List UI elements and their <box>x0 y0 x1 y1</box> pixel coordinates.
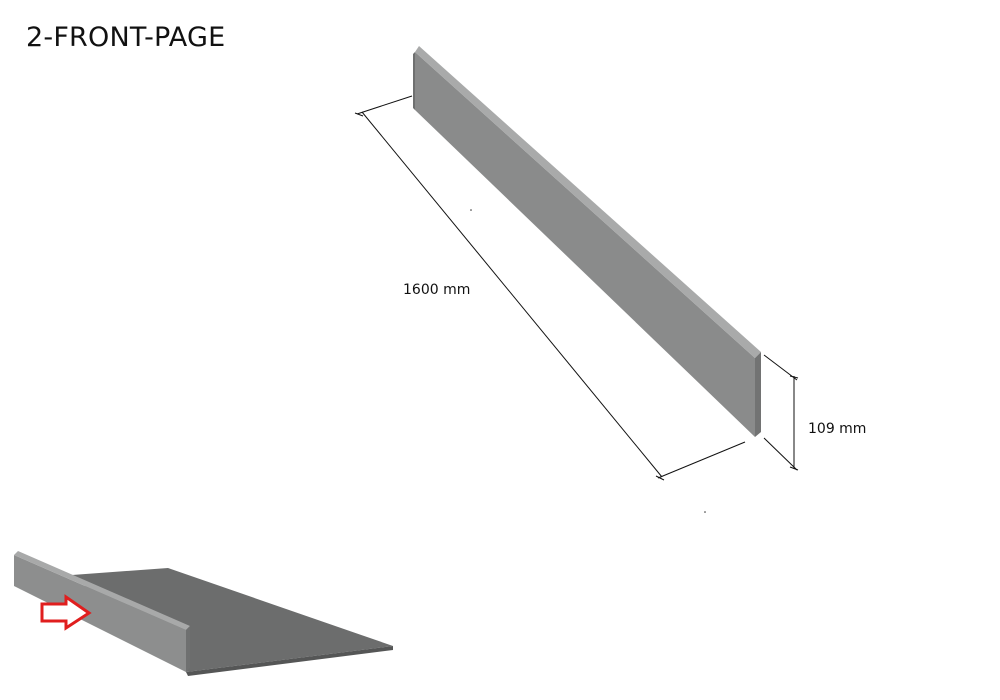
front-plate-face <box>415 52 755 437</box>
preview-base-edge <box>186 646 393 676</box>
stray-dot-1 <box>470 209 472 211</box>
height-dimension <box>763 354 799 471</box>
preview-front-plate-top-edge <box>14 551 190 630</box>
page-title: 2-FRONT-PAGE <box>26 22 226 53</box>
arrow-right-outline-icon <box>40 594 92 631</box>
stray-dot-2 <box>704 511 706 513</box>
front-plate-start-face <box>413 52 415 110</box>
length-tick-end <box>655 475 665 481</box>
height-tick-top <box>789 375 799 379</box>
preview-base-panel <box>72 568 393 672</box>
assembly-preview <box>14 551 393 676</box>
front-plate-end-face <box>755 352 761 437</box>
height-tick-bottom <box>789 466 799 471</box>
length-extension-start <box>356 95 413 115</box>
front-plate-top-edge <box>415 46 761 358</box>
length-tick-start <box>354 112 364 117</box>
front-plate-part <box>413 46 761 437</box>
preview-front-plate-end-face <box>186 626 190 672</box>
height-extension-top <box>763 354 798 381</box>
length-dimension <box>354 95 746 481</box>
height-extension-bottom <box>763 437 798 471</box>
length-dimension-label: 1600 mm <box>403 282 471 298</box>
height-dimension-label: 109 mm <box>808 421 867 437</box>
preview-front-plate-face <box>14 555 186 672</box>
length-extension-end <box>657 441 746 479</box>
length-dimension-line <box>361 111 663 478</box>
